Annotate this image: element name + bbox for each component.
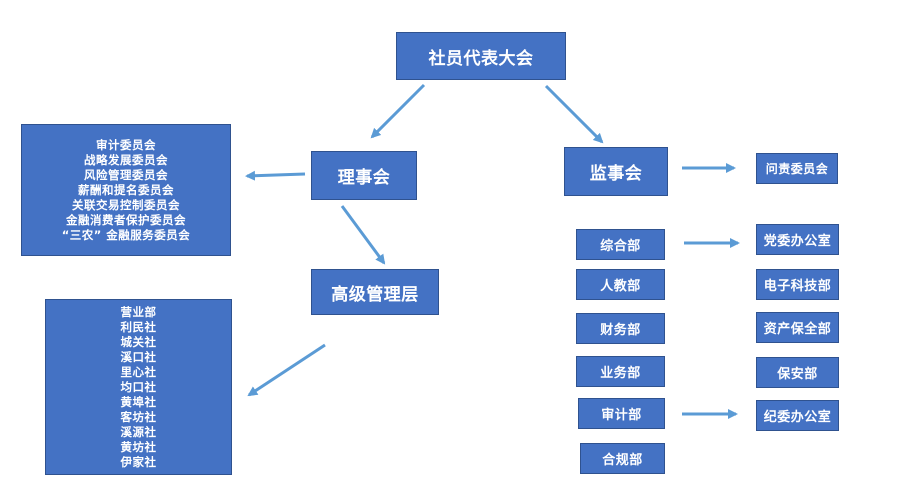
compliance-dept-box: 合规部 — [580, 443, 665, 474]
audit-dept-box: 审计部 — [578, 398, 665, 429]
senior-management-label: 高级管理层 — [331, 284, 419, 305]
branch-item: 营业部 — [120, 304, 157, 319]
it-dept-box: 电子科技部 — [756, 269, 839, 300]
branch-item: 溪源社 — [120, 424, 157, 439]
committee-item: 关联交易控制委员会 — [72, 197, 180, 212]
branch-item: 均口社 — [120, 379, 157, 394]
general-dept-label: 综合部 — [600, 239, 641, 254]
party-office-label: 党委办公室 — [763, 234, 832, 249]
finance-dept-box: 财务部 — [576, 313, 665, 344]
branch-item: 里心社 — [120, 364, 157, 379]
branch-item: 溪口社 — [120, 349, 157, 364]
board-label: 理事会 — [337, 168, 391, 188]
asset-preservation-dept-label: 资产保全部 — [763, 322, 832, 337]
accountability-committee-box: 问责委员会 — [756, 153, 838, 184]
branch-item: 伊家社 — [120, 454, 157, 469]
compliance-dept-label: 合规部 — [602, 453, 643, 468]
audit-dept-label: 审计部 — [601, 408, 642, 423]
supervisory-board-label: 监事会 — [589, 164, 643, 184]
discipline-office-label: 纪委办公室 — [763, 410, 832, 425]
security-dept-label: 保安部 — [777, 367, 818, 382]
asset-preservation-dept-box: 资产保全部 — [756, 312, 839, 343]
accountability-committee-label: 问责委员会 — [765, 162, 829, 176]
party-office-box: 党委办公室 — [756, 224, 839, 255]
committee-item: 金融消费者保护委员会 — [66, 212, 186, 227]
senior-management-box: 高级管理层 — [311, 269, 439, 315]
committee-item: 薪酬和提名委员会 — [78, 182, 174, 197]
branch-item: 城关社 — [120, 334, 157, 349]
committee-item: 战略发展委员会 — [84, 152, 168, 167]
committees-box: 审计委员会 战略发展委员会 风险管理委员会 薪酬和提名委员会 关联交易控制委员会… — [21, 124, 231, 256]
arrow-top-to-supervisory — [544, 84, 604, 144]
branch-item: 黄坊社 — [120, 439, 157, 454]
hr-dept-label: 人教部 — [600, 279, 641, 294]
hr-dept-box: 人教部 — [576, 269, 665, 300]
discipline-office-box: 纪委办公室 — [756, 400, 839, 431]
general-assembly-label: 社员代表大会 — [428, 48, 534, 69]
business-dept-box: 业务部 — [576, 356, 665, 387]
general-dept-box: 综合部 — [576, 229, 665, 260]
arrow-board-to-committees — [245, 170, 306, 181]
committee-item: “三农” 金融服务委员会 — [61, 227, 191, 242]
committee-item: 风险管理委员会 — [84, 167, 168, 182]
it-dept-label: 电子科技部 — [763, 279, 832, 294]
supervisory-board-box: 监事会 — [564, 147, 668, 196]
branches-box: 营业部 利民社 城关社 溪口社 里心社 均口社 黄埠社 客坊社 溪源社 黄坊社 … — [45, 299, 232, 475]
arrow-board-to-management — [340, 205, 386, 265]
branch-item: 利民社 — [120, 319, 157, 334]
business-dept-label: 业务部 — [600, 366, 641, 381]
branch-item: 客坊社 — [120, 409, 157, 424]
arrow-top-to-board — [370, 83, 426, 139]
board-box: 理事会 — [311, 151, 417, 200]
security-dept-box: 保安部 — [756, 357, 839, 388]
committee-item: 审计委员会 — [96, 137, 156, 152]
finance-dept-label: 财务部 — [600, 323, 641, 338]
branch-item: 黄埠社 — [120, 394, 157, 409]
arrow-management-to-branches — [247, 343, 326, 397]
general-assembly-box: 社员代表大会 — [396, 32, 566, 80]
